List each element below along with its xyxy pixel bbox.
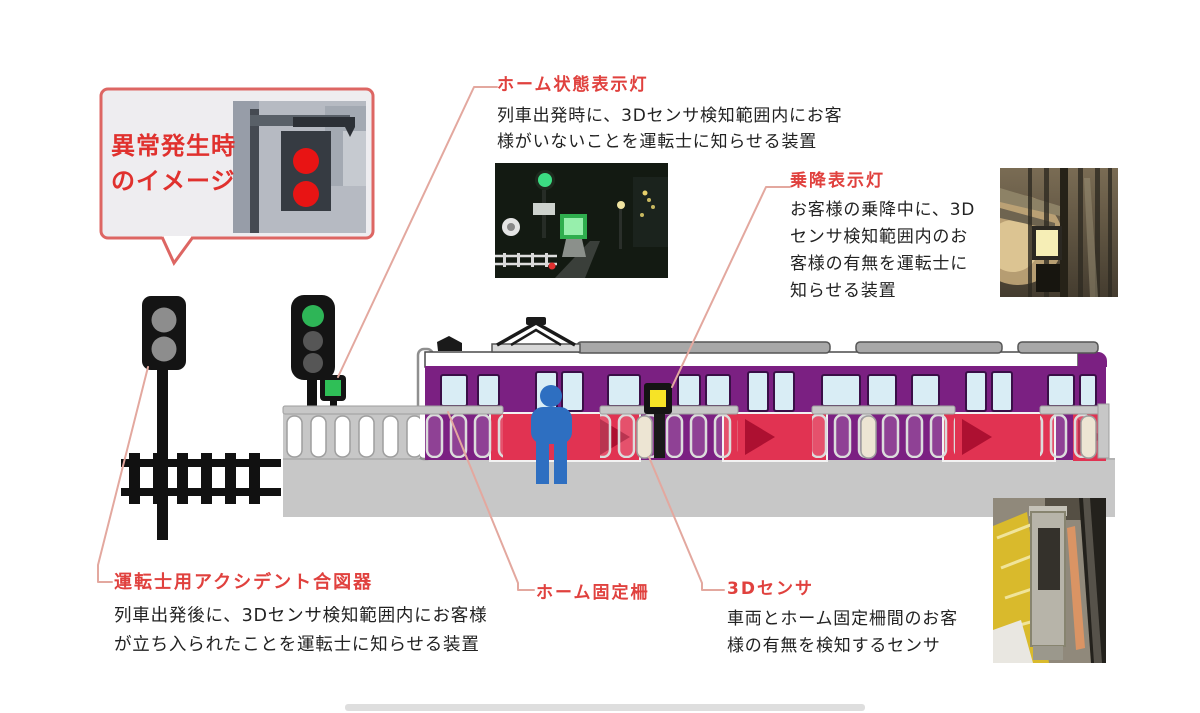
green-signal-light: [302, 305, 324, 327]
sensor-desc-1: 車両とホーム固定柵間のお客: [727, 609, 958, 629]
bubble-text: 異常発生時 のイメージ: [111, 129, 236, 199]
platform-base: [283, 458, 1115, 517]
annotation-fence-label: ホーム固定柵: [536, 583, 650, 603]
platform-status-title: ホーム状態表示灯: [497, 75, 649, 95]
3d-sensor-icon: [636, 415, 653, 459]
boarding-light-desc-3: 客様の有無を運転士に: [790, 254, 968, 274]
green-signal-glow: [538, 173, 552, 187]
pantograph-icon: [491, 317, 581, 353]
annotation-accident-signal: 運転士用アクシデント合図器 列車出発後に、3Dセンサ検知範囲内にお客様 が立ち入…: [114, 568, 487, 660]
boarding-light-desc-2: センサ検知範囲内のお: [790, 227, 968, 247]
annotation-3d-sensor: 3Dセンサ 車両とホーム固定柵間のお客 様の有無を検知するセンサ: [727, 574, 958, 660]
accident-light-bottom: [151, 336, 177, 362]
boarding-light-desc-4: 知らせる装置: [790, 281, 897, 301]
accident-signal-title: 運転士用アクシデント合図器: [114, 572, 374, 593]
leader-lines: [97, 86, 791, 591]
annotation-boarding-light: 乗降表示灯 お客様の乗降中に、3D センサ検知範囲内のお 客様の有無を運転士に …: [790, 166, 975, 305]
platform-fixed-fence-icon: [282, 403, 1110, 459]
boarding-light-desc-1: お客様の乗降中に、3D: [790, 200, 976, 220]
red-light-top: [293, 148, 319, 174]
sensor-photo: [993, 498, 1106, 663]
railroad-track: [121, 453, 281, 504]
sensor-desc-2: 様の有無を検知するセンサ: [727, 636, 941, 656]
roof-horn-icon: [437, 336, 462, 351]
3d-sensor-icon: [860, 415, 877, 459]
red-light-bottom: [293, 181, 319, 207]
train-illustration: [416, 317, 1107, 462]
accident-signal-desc-2: が立ち入られたことを運転士に知らせる装置: [114, 635, 480, 655]
abnormal-signal-photo: [233, 101, 366, 233]
bubble-line-1: 異常発生時: [111, 132, 236, 160]
annotation-platform-status: ホーム状態表示灯 列車出発時に、3Dセンサ検知範囲内にお客 様がいないことを運転…: [497, 70, 842, 155]
status-light-photo: [495, 163, 668, 278]
bubble-line-2: のイメージ: [111, 167, 236, 195]
boarding-light-photo: [1000, 168, 1118, 297]
boarding-lamp-glow: [1032, 226, 1062, 260]
fence-end-post: [1097, 403, 1110, 459]
train-doors: [489, 412, 1106, 462]
driver-accident-signal-icon: [142, 296, 186, 540]
person-pictogram: [531, 385, 572, 484]
train-windows: [440, 371, 1097, 412]
3d-sensor-icon: [1080, 415, 1097, 459]
sensor-title: 3Dセンサ: [727, 579, 814, 599]
status-light-glow: [564, 218, 583, 235]
accident-signal-desc-1: 列車出発後に、3Dセンサ検知範囲内にお客様: [114, 606, 488, 626]
boarding-light-title: 乗降表示灯: [790, 171, 885, 191]
platform-status-light-icon: [320, 375, 346, 411]
boarding-light-icon: [644, 383, 672, 414]
platform-status-desc-1: 列車出発時に、3Dセンサ検知範囲内にお客: [497, 106, 843, 126]
bottom-divider: [345, 704, 865, 711]
platform-status-desc-2: 様がいないことを運転士に知らせる装置: [497, 132, 818, 152]
accident-light-top: [151, 307, 177, 333]
